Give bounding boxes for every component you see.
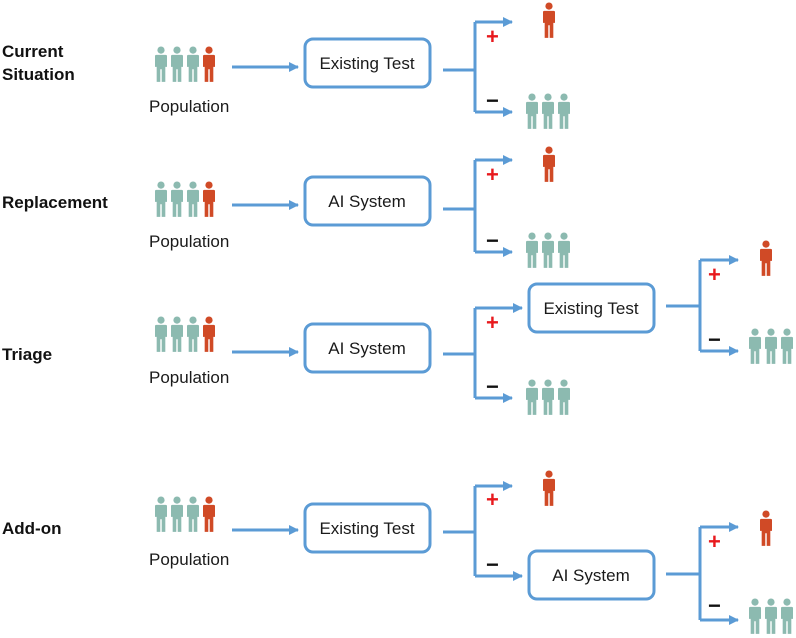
branch-connector — [443, 481, 523, 581]
negative-sign: − — [708, 593, 721, 618]
diseased-person-icon — [203, 496, 215, 532]
test-box-label: Existing Test — [319, 519, 414, 538]
healthy-person-icon — [155, 316, 167, 352]
test-box-label: Existing Test — [319, 54, 414, 73]
positive-sign: + — [486, 310, 499, 335]
healthy-person-icon — [187, 316, 199, 352]
healthy-person-icon — [526, 93, 538, 129]
healthy-person-icon — [155, 496, 167, 532]
diseased-person-icon — [543, 470, 555, 506]
test-box — [527, 549, 656, 601]
positive-sign: + — [708, 262, 721, 287]
healthy-person-icon — [171, 316, 183, 352]
test-box-label: AI System — [328, 339, 405, 358]
test-box — [303, 37, 432, 89]
test-box-label: AI System — [328, 192, 405, 211]
population-group — [155, 181, 215, 217]
healthy-person-icon — [765, 328, 777, 364]
healthy-person-icon — [187, 46, 199, 82]
healthy-person-icon — [558, 93, 570, 129]
healthy-person-icon — [187, 181, 199, 217]
negative-sign: − — [486, 228, 499, 253]
population-group — [155, 46, 215, 82]
branch-connector — [443, 155, 513, 257]
row-label-line-2: Situation — [2, 65, 75, 84]
healthy-person-icon — [542, 232, 554, 268]
healthy-person-icon — [749, 328, 761, 364]
test-box-label: AI System — [552, 566, 629, 585]
healthy-person-icon — [155, 46, 167, 82]
negative-population — [749, 598, 793, 634]
healthy-person-icon — [155, 181, 167, 217]
branch-connector — [443, 303, 523, 403]
positive-sign: + — [486, 487, 499, 512]
negative-sign: − — [486, 88, 499, 113]
negative-population — [526, 379, 570, 415]
population-group — [155, 496, 215, 532]
diseased-person-icon — [203, 181, 215, 217]
test-box — [527, 282, 656, 334]
branch-connector — [666, 255, 739, 356]
healthy-person-icon — [558, 232, 570, 268]
positive-sign: + — [486, 162, 499, 187]
population-label: Population — [149, 232, 229, 251]
diseased-person-icon — [543, 146, 555, 182]
healthy-person-icon — [187, 496, 199, 532]
row-label-line-1: Triage — [2, 345, 52, 364]
row-current-situation: Current Situation Population Existing Te… — [2, 2, 570, 129]
row-label-line-1: Replacement — [2, 193, 108, 212]
diseased-person-icon — [203, 316, 215, 352]
healthy-person-icon — [765, 598, 777, 634]
healthy-person-icon — [781, 598, 793, 634]
negative-population — [526, 232, 570, 268]
row-label-line-1: Add-on — [2, 519, 61, 538]
branch-connector — [666, 522, 739, 625]
healthy-person-icon — [542, 379, 554, 415]
population-label: Population — [149, 368, 229, 387]
healthy-person-icon — [526, 379, 538, 415]
population-group — [155, 316, 215, 352]
healthy-person-icon — [171, 46, 183, 82]
test-box — [303, 322, 432, 374]
healthy-person-icon — [542, 93, 554, 129]
negative-sign: − — [708, 327, 721, 352]
negative-sign: − — [486, 374, 499, 399]
healthy-person-icon — [558, 379, 570, 415]
row-label-line-1: Current — [2, 42, 64, 61]
test-box-label: Existing Test — [543, 299, 638, 318]
row-triage: Triage Population AI System + − Existing… — [2, 240, 793, 415]
diseased-person-icon — [543, 2, 555, 38]
diseased-person-icon — [760, 510, 772, 546]
healthy-person-icon — [526, 232, 538, 268]
negative-population — [749, 328, 793, 364]
positive-sign: + — [486, 24, 499, 49]
diseased-person-icon — [203, 46, 215, 82]
positive-sign: + — [708, 529, 721, 554]
row-add-on: Add-on Population Existing Test + − AI S… — [2, 470, 793, 634]
negative-population — [526, 93, 570, 129]
row-replacement: Replacement Population AI System + − — [2, 146, 570, 268]
negative-sign: − — [486, 552, 499, 577]
healthy-person-icon — [749, 598, 761, 634]
population-label: Population — [149, 550, 229, 569]
test-box — [303, 502, 432, 554]
diseased-person-icon — [760, 240, 772, 276]
healthy-person-icon — [171, 181, 183, 217]
branch-connector — [443, 17, 513, 117]
healthy-person-icon — [171, 496, 183, 532]
population-label: Population — [149, 97, 229, 116]
test-box — [303, 175, 432, 227]
healthy-person-icon — [781, 328, 793, 364]
